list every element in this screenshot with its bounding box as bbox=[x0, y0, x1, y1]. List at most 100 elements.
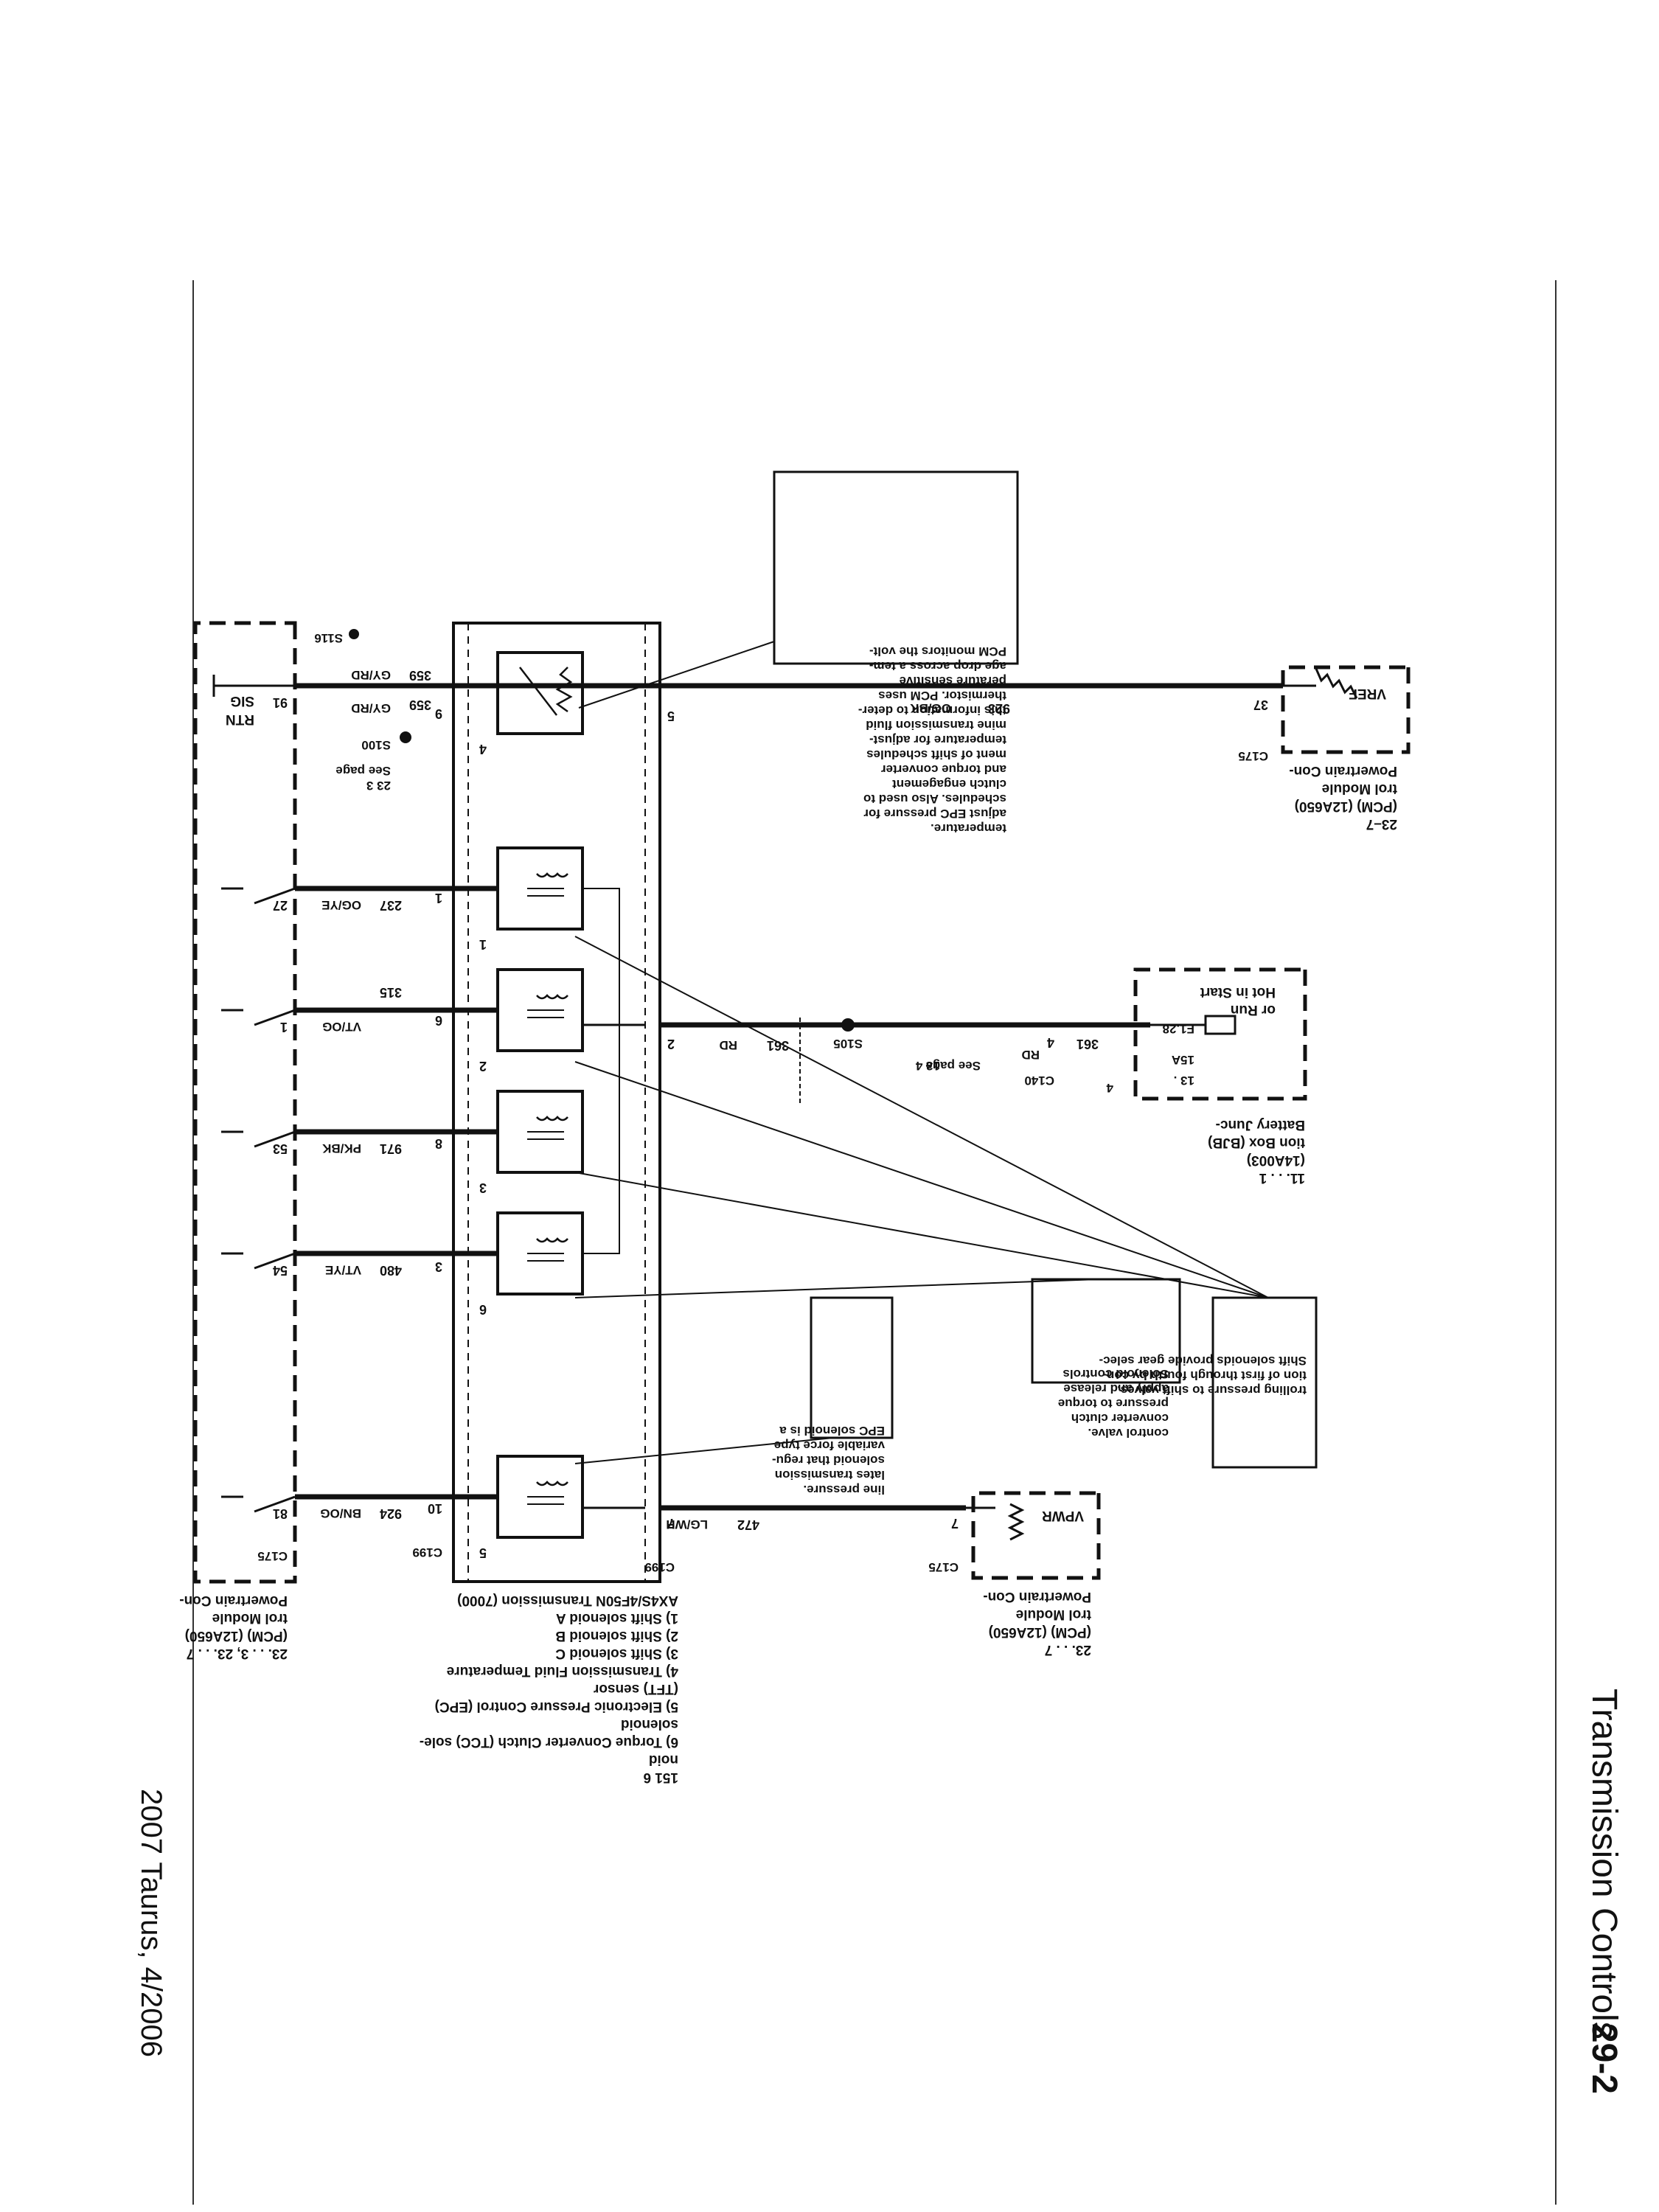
bjb-title-3: (14A003) bbox=[1247, 1152, 1305, 1168]
pcm-vref-label: VREF bbox=[1349, 686, 1386, 701]
s116-splice bbox=[349, 629, 359, 639]
pcm-vpwr-pin: 7 bbox=[951, 1516, 959, 1531]
pcm-vpwr-block: VPWR 7 C175 Powertrain Con- trol Module … bbox=[928, 1491, 1101, 1658]
trans-connector-top: C199 bbox=[644, 1560, 675, 1574]
circuit-971-number: 971 bbox=[380, 1141, 402, 1156]
tft-note-2: age drop across a tem- bbox=[869, 659, 1006, 673]
shift-solenoid-a: 1 bbox=[479, 846, 584, 952]
tcc-note-1: Solenoid controls bbox=[1062, 1367, 1169, 1381]
circuit-237-number: 237 bbox=[380, 898, 402, 913]
circuit-361-top-number: 361 bbox=[1077, 1037, 1099, 1051]
pcm-switches bbox=[212, 675, 296, 1513]
c140-label: C140 bbox=[1024, 1074, 1054, 1088]
shift-note-1: Shift solenoids provide gear selec- bbox=[1099, 1354, 1307, 1368]
pcm-vpwr-title-2: trol Module bbox=[1016, 1607, 1091, 1622]
s100-ref: 23 3 bbox=[366, 779, 391, 793]
c140-ref: 13 4 bbox=[915, 1059, 940, 1073]
epc-note-2: variable force type bbox=[774, 1439, 885, 1453]
tcc-number: 6 bbox=[479, 1302, 487, 1317]
shift-note-box: Shift solenoids provide gear selec- tion… bbox=[1099, 1296, 1318, 1469]
pcm-vpwr-label: VPWR bbox=[1042, 1508, 1084, 1523]
pcm-vref-block: VREF 37 C175 Powertrain Con- trol Module… bbox=[1238, 665, 1411, 832]
sc-number: 3 bbox=[479, 1180, 487, 1195]
trans-pin-7: 7 bbox=[667, 1516, 675, 1531]
circuit-359-bottom-color: GY/RD bbox=[351, 668, 391, 682]
tcc-note-5: control valve. bbox=[1088, 1426, 1169, 1440]
circuit-923-number: 923 bbox=[988, 701, 1010, 716]
tft-note-13: temperature. bbox=[931, 821, 1006, 835]
shift-note-2: tion of first through fourth by con- bbox=[1102, 1368, 1307, 1382]
footer-vehicle-date: 2007 Taurus, 4/2006 bbox=[135, 1789, 167, 2057]
circuit-315-number: 315 bbox=[380, 985, 402, 1000]
pcm-vref-connector: C175 bbox=[1238, 749, 1268, 763]
legend-title: AX4S/4F50N Transmission (7000) bbox=[457, 1593, 678, 1608]
circuit-480-color: VT/YE bbox=[325, 1263, 361, 1277]
sb-number: 2 bbox=[479, 1059, 487, 1074]
circuit-361-bottom-color: RD bbox=[719, 1038, 737, 1052]
trans-pin-9: 9 bbox=[435, 706, 442, 721]
bjb-fuse: F1.28 bbox=[1163, 1022, 1194, 1036]
tft-note-6: mine transmission fluid bbox=[866, 718, 1006, 732]
bjb-ref-num: 4 bbox=[1106, 1081, 1113, 1095]
epc-note-4: lates transmission bbox=[775, 1468, 885, 1482]
trans-pin-10: 10 bbox=[428, 1501, 442, 1516]
tft-note-11: schedules. Also used to bbox=[863, 792, 1006, 806]
circuit-971-color: PK/BK bbox=[321, 1141, 361, 1155]
bjb-hot-2: or Run bbox=[1231, 1002, 1276, 1018]
trans-pin-3: 3 bbox=[435, 1259, 442, 1274]
tft-note-9: and torque converter bbox=[881, 762, 1006, 776]
pcm-bottom-title-3: (PCM) (12A650) bbox=[185, 1628, 288, 1644]
transmission-legend: AX4S/4F50N Transmission (7000) 1) Shift … bbox=[420, 1593, 678, 1785]
pcm-vref-pin: 37 bbox=[1253, 698, 1268, 712]
legend-item-3: 3) Shift solenoid C bbox=[555, 1646, 678, 1661]
circuit-237-color: OG/YE bbox=[321, 898, 361, 912]
legend-item-4: 4) Transmission Fluid Temperature bbox=[447, 1663, 678, 1679]
s100-see-page: See page bbox=[335, 764, 391, 778]
shift-solenoid-b: 2 bbox=[479, 968, 584, 1074]
pcm-bottom-block: 91 27 1 53 54 81 C175 SIG RTN Powertrain… bbox=[179, 621, 297, 1661]
bjb-rating: 15A bbox=[1172, 1053, 1194, 1067]
bjb-hot-1: Hot in Start bbox=[1200, 984, 1276, 1000]
circuit-361-top-color: RD bbox=[1021, 1048, 1040, 1062]
circuit-361-bottom-number: 361 bbox=[767, 1038, 789, 1053]
bjb-title-2: tion Box (BJB) bbox=[1208, 1135, 1305, 1150]
epc-number: 5 bbox=[479, 1545, 487, 1560]
bjb-title-1: Battery Junc- bbox=[1216, 1117, 1305, 1133]
pcm-vpwr-title-3: (PCM) (12A650) bbox=[989, 1624, 1091, 1640]
bjb-block: Hot in Start or Run F1.28 15A 13 . 4 Bat… bbox=[1106, 967, 1307, 1186]
tcc-solenoid: 6 bbox=[479, 1211, 584, 1317]
trans-connector-bottom: C199 bbox=[412, 1545, 442, 1559]
s100-label: S100 bbox=[361, 738, 391, 752]
circuit-923-color: OG/BK bbox=[910, 701, 951, 715]
pcm-pin-53: 53 bbox=[273, 1141, 288, 1156]
shift-note-leader-a bbox=[574, 1061, 1269, 1298]
c140-see-page: See page bbox=[925, 1059, 981, 1073]
bjb-title-4: 11. . . 1 bbox=[1259, 1170, 1305, 1186]
legend-item-9: noid bbox=[649, 1752, 678, 1767]
tft-note-7: temperature for adjust- bbox=[869, 733, 1006, 747]
tcc-note-3: pressure to torque bbox=[1058, 1397, 1169, 1411]
tft-note-3: perature sensitive bbox=[899, 674, 1006, 688]
sa-number: 1 bbox=[479, 937, 487, 952]
pcm-bottom-title-1: Powertrain Con- bbox=[179, 1593, 288, 1608]
pcm-bottom-title-2: trol Module bbox=[212, 1610, 288, 1626]
circuit-480-number: 480 bbox=[380, 1263, 402, 1278]
s105-label: S105 bbox=[833, 1037, 863, 1051]
circuit-359-top-color: GY/RD bbox=[351, 701, 391, 715]
pcm-pin-81: 81 bbox=[273, 1506, 288, 1521]
trans-pin-8: 8 bbox=[435, 1136, 442, 1151]
pcm-vref-title-3: (PCM) (12A650) bbox=[1295, 799, 1397, 814]
legend-item-6: 5) Electronic Pressure Control (EPC) bbox=[435, 1699, 678, 1714]
shift-solenoid-c: 3 bbox=[479, 1090, 584, 1195]
s116-label: S116 bbox=[314, 631, 343, 645]
transmission-outline bbox=[452, 622, 661, 1583]
tft-note-1: PCM monitors the volt- bbox=[869, 644, 1006, 658]
legend-item-8: 6) Torque Converter Clutch (TCC) sole- bbox=[420, 1734, 678, 1750]
pcm-vpwr-connector: C175 bbox=[928, 1560, 959, 1574]
circuit-924-number: 924 bbox=[380, 1506, 402, 1521]
tft-note-12: adjust EPC pressure for bbox=[863, 807, 1006, 821]
s100-splice bbox=[400, 731, 411, 743]
